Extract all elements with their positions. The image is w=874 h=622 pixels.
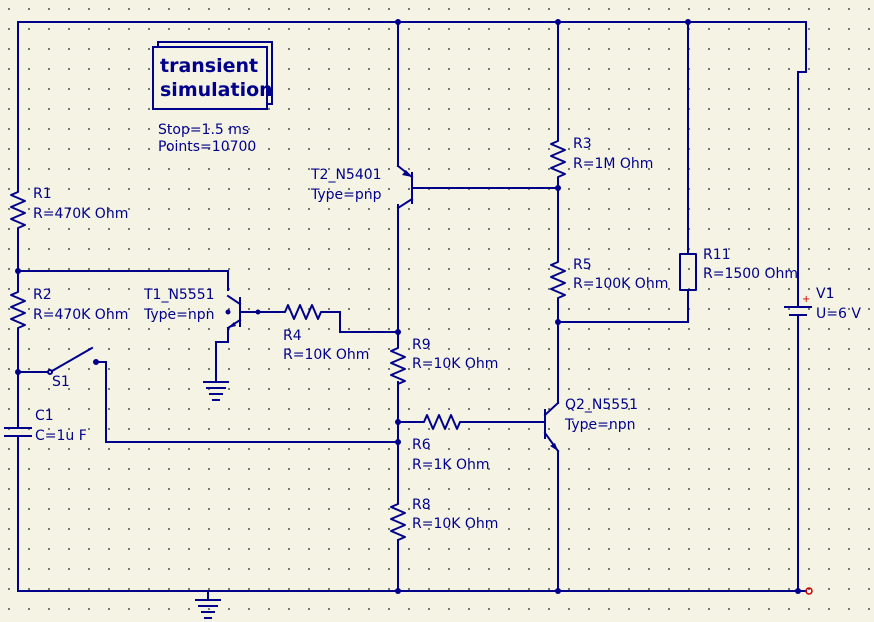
junction-dots xyxy=(15,19,801,594)
q2-name: Q2_N5551 xyxy=(565,397,639,413)
r6-value: R=1K Ohm xyxy=(412,457,490,473)
c1-name: C1 xyxy=(35,408,54,424)
resistor-R6-symbol[interactable] xyxy=(420,414,464,430)
r9-value: R=10K Ohm xyxy=(412,356,499,372)
r5-value: R=100K Ohm xyxy=(573,276,669,292)
simulation-title-line2: simulation xyxy=(160,79,273,101)
t2-type: Type=pnp xyxy=(311,187,382,203)
c1-value: C=1u F xyxy=(35,428,87,444)
t1-name: T1_N5551 xyxy=(144,287,215,303)
transistor-T2-symbol[interactable] xyxy=(396,157,414,210)
t1-type: Type=npn xyxy=(144,307,215,323)
svg-text:+: + xyxy=(802,294,810,305)
r6-name: R6 xyxy=(412,437,431,453)
voltage-source-V1-symbol[interactable]: + xyxy=(784,291,812,326)
resistor-R5-symbol[interactable] xyxy=(550,248,566,301)
r11-name: R11 xyxy=(703,247,731,263)
resistor-R4-symbol[interactable] xyxy=(277,304,325,320)
resistor-R2-symbol[interactable] xyxy=(10,282,26,332)
r1-value: R=470K Ohm xyxy=(33,206,129,222)
r9-name: R9 xyxy=(412,337,431,353)
q2-type: Type=npn xyxy=(565,417,636,433)
ground-symbol-main xyxy=(195,599,221,619)
r3-value: R=1M Ohm xyxy=(573,156,654,172)
transistor-Q2-symbol[interactable] xyxy=(543,401,560,453)
r2-name: R2 xyxy=(33,287,52,303)
r8-value: R=10K Ohm xyxy=(412,516,499,532)
r4-value: R=10K Ohm xyxy=(283,347,370,363)
capacitor-C1-symbol[interactable] xyxy=(4,419,32,441)
transient-simulation-block[interactable]: transient simulation xyxy=(152,46,273,110)
resistor-R8-symbol[interactable] xyxy=(390,488,406,541)
resistor-R1-symbol[interactable] xyxy=(10,182,26,232)
simulation-title: transient simulation xyxy=(160,54,273,102)
r5-name: R5 xyxy=(573,257,592,273)
resistor-R11-symbol[interactable] xyxy=(679,253,697,291)
v1-value: U=6 V xyxy=(816,306,861,322)
resistor-R9-symbol[interactable] xyxy=(390,338,406,385)
resistor-R3-symbol[interactable] xyxy=(550,131,566,181)
transistor-T1-symbol[interactable] xyxy=(226,294,242,330)
s1-name: S1 xyxy=(52,374,70,390)
simulation-stop: Stop=1.5 ms xyxy=(158,122,250,138)
t2-name: T2_N5401 xyxy=(311,167,382,183)
port-marker[interactable] xyxy=(805,587,813,595)
r4-name: R4 xyxy=(283,328,302,344)
simulation-points: Points=10700 xyxy=(158,139,257,155)
r2-value: R=470K Ohm xyxy=(33,307,129,323)
simulation-title-line1: transient xyxy=(160,55,259,77)
switch-S1-symbol[interactable] xyxy=(47,346,107,375)
wires xyxy=(17,21,807,601)
r1-name: R1 xyxy=(33,186,52,202)
v1-name: V1 xyxy=(816,286,835,302)
r11-value: R=1500 Ohm xyxy=(703,266,799,282)
ground-symbol-t1 xyxy=(203,381,229,401)
r8-name: R8 xyxy=(412,497,431,513)
r3-name: R3 xyxy=(573,136,592,152)
